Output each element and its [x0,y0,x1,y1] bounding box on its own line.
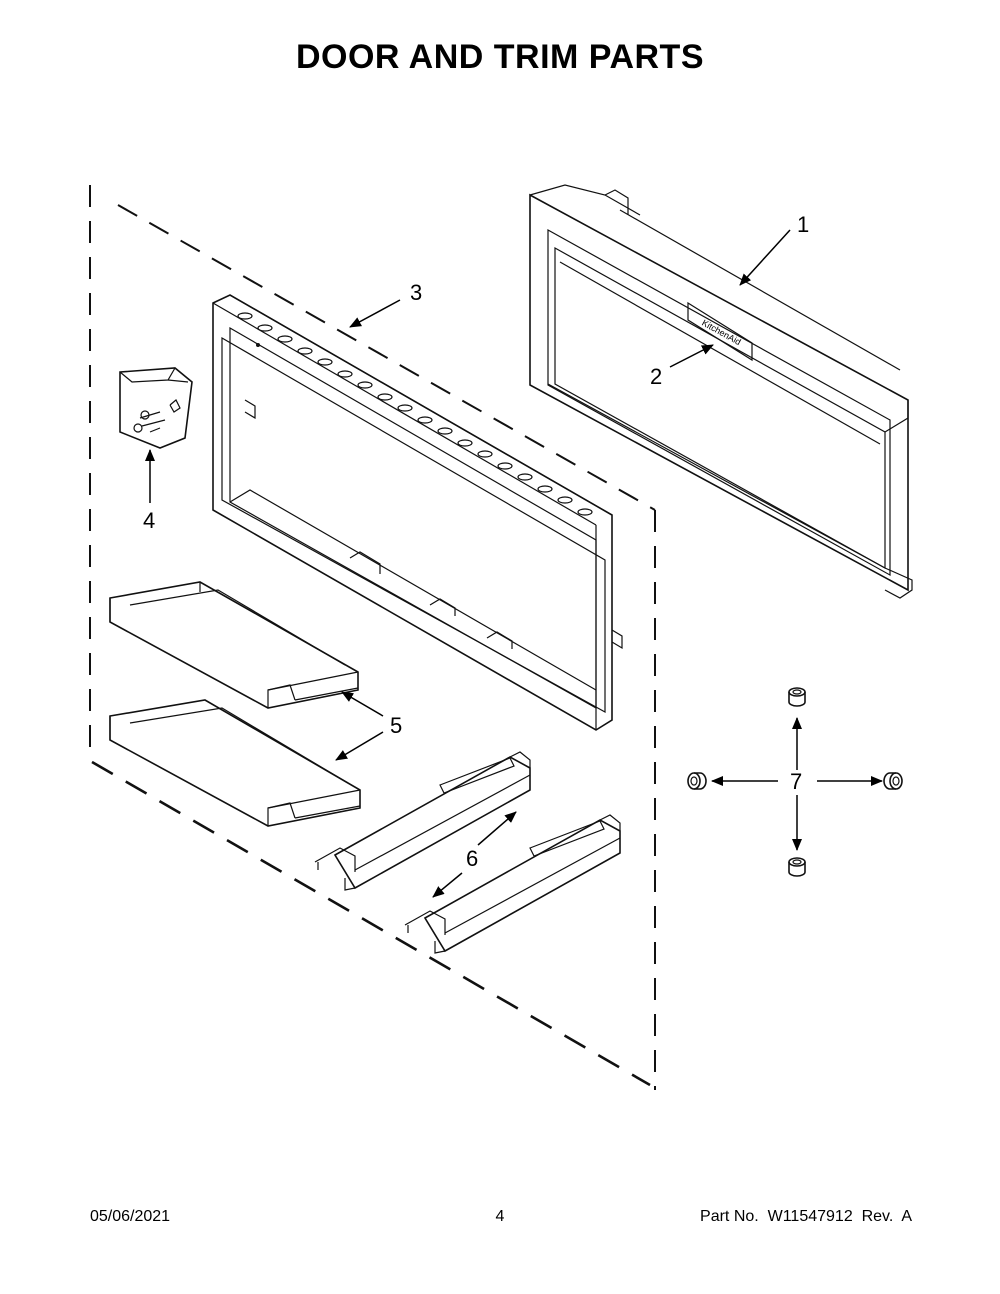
footer-part-number: Part No. W11547912 Rev. A [700,1208,912,1225]
hardware-bag [119,367,193,449]
footer-page-number: 4 [495,1208,505,1225]
callout-1: 1 [797,212,809,237]
bushing-bottom [788,857,806,877]
callout-4: 4 [143,508,155,533]
callout-5: 5 [390,713,402,738]
footer-date: 05/06/2021 [90,1208,171,1225]
callout-7: 7 [790,769,802,794]
trim-frame [212,294,623,731]
spacer-bushings [687,687,903,877]
mounting-bracket-upper [314,751,531,891]
leader-arrows [145,229,883,898]
page-title: DOOR AND TRIM PARTS [295,38,705,76]
callout-labels: 1 2 3 4 5 6 7 [143,212,809,871]
door-panel [529,184,913,599]
bushing-left [687,772,707,790]
callout-3: 3 [410,280,422,305]
enclosure-outline [89,185,656,1090]
vent-duct-lower [109,699,361,827]
callout-6: 6 [466,846,478,871]
bushing-top [788,687,806,707]
logo-badge: KitchenAid [687,301,753,362]
bushing-right [883,772,903,790]
callout-2: 2 [650,364,662,389]
mounting-bracket-lower [404,814,621,954]
vent-duct-upper [109,581,359,709]
